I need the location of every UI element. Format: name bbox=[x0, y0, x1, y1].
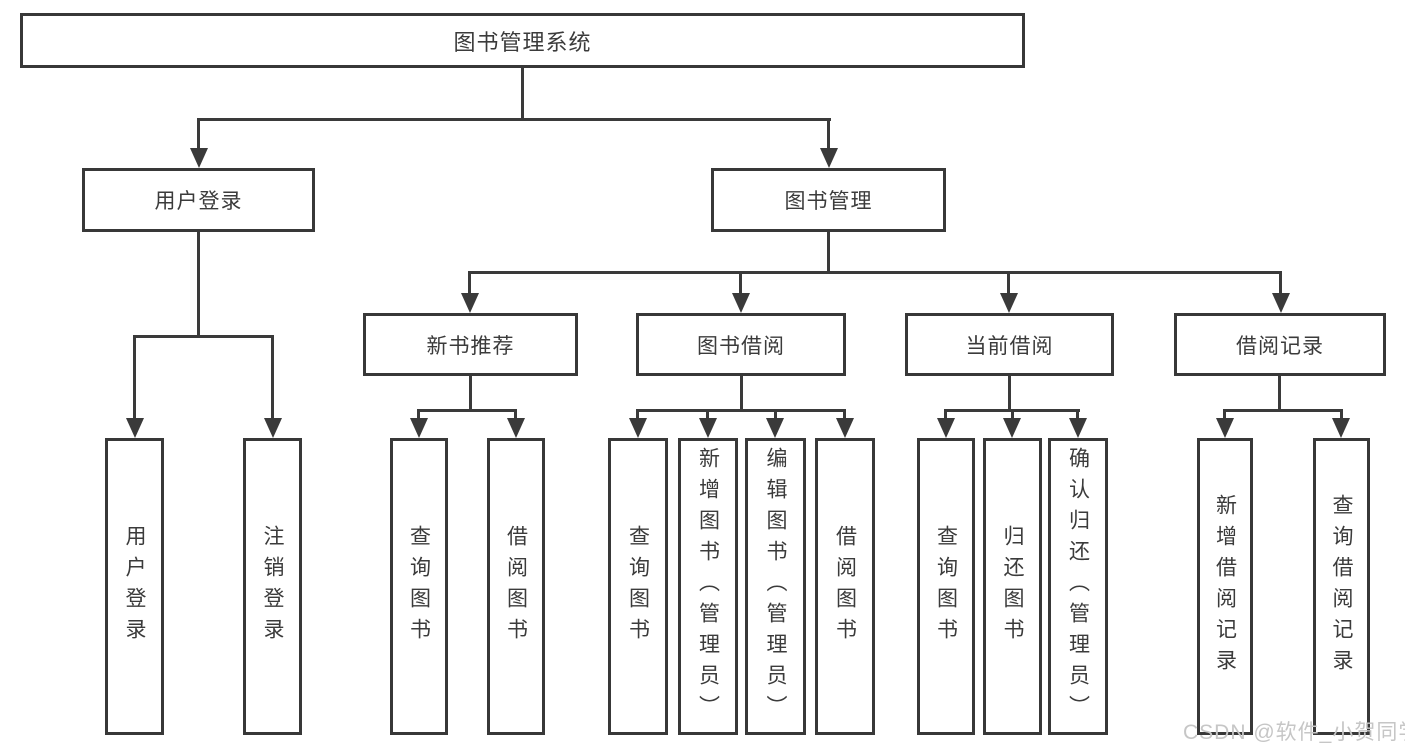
connector-line bbox=[944, 409, 947, 421]
node-leaf-borrow-books-1: 借阅图书 bbox=[487, 438, 545, 735]
node-library-management-system: 图书管理系统 bbox=[20, 13, 1025, 68]
connector-line bbox=[133, 335, 274, 338]
connector-line bbox=[1008, 376, 1011, 412]
arrow-down-icon bbox=[732, 293, 750, 313]
connector-line bbox=[1011, 409, 1014, 421]
connector-line bbox=[636, 409, 639, 421]
node-leaf-query-books-2: 查询图书 bbox=[608, 438, 668, 735]
node-new-book-recommendation: 新书推荐 bbox=[363, 313, 578, 376]
node-leaf-edit-book-admin: 编辑图书（管理员） bbox=[745, 438, 806, 735]
connector-line bbox=[417, 409, 517, 412]
node-leaf-return-book: 归还图书 bbox=[983, 438, 1042, 735]
connector-line bbox=[197, 232, 200, 338]
connector-line bbox=[1223, 409, 1343, 412]
connector-line bbox=[843, 409, 846, 421]
arrow-down-icon bbox=[126, 418, 144, 438]
node-book-management: 图书管理 bbox=[711, 168, 946, 232]
arrow-down-icon bbox=[1272, 293, 1290, 313]
arrow-down-icon bbox=[629, 418, 647, 438]
arrow-down-icon bbox=[1000, 293, 1018, 313]
node-leaf-logout: 注销登录 bbox=[243, 438, 302, 735]
connector-line bbox=[514, 409, 517, 421]
connector-line bbox=[468, 271, 471, 297]
arrow-down-icon bbox=[937, 418, 955, 438]
arrow-down-icon bbox=[190, 148, 208, 168]
watermark-text: CSDN @软件_小贺同学 bbox=[1183, 721, 1405, 744]
arrow-down-icon bbox=[1332, 418, 1350, 438]
connector-line bbox=[1278, 376, 1281, 412]
arrow-down-icon bbox=[699, 418, 717, 438]
arrow-down-icon bbox=[410, 418, 428, 438]
connector-line bbox=[1279, 271, 1282, 297]
node-leaf-add-book-admin: 新增图书（管理员） bbox=[678, 438, 738, 735]
arrow-down-icon bbox=[264, 418, 282, 438]
connector-line bbox=[197, 118, 200, 152]
node-current-borrowing: 当前借阅 bbox=[905, 313, 1114, 376]
connector-line bbox=[133, 335, 136, 420]
connector-line bbox=[469, 376, 472, 412]
connector-line bbox=[636, 409, 846, 412]
arrow-down-icon bbox=[1216, 418, 1234, 438]
connector-line bbox=[827, 118, 830, 152]
arrow-down-icon bbox=[766, 418, 784, 438]
arrow-down-icon bbox=[1069, 418, 1087, 438]
node-user-login: 用户登录 bbox=[82, 168, 315, 232]
node-leaf-query-books-3: 查询图书 bbox=[917, 438, 975, 735]
connector-line bbox=[1223, 409, 1226, 421]
node-leaf-add-borrow-record: 新增借阅记录 bbox=[1197, 438, 1253, 735]
node-leaf-query-books-1: 查询图书 bbox=[390, 438, 448, 735]
connector-line bbox=[1076, 409, 1079, 421]
connector-root-stem bbox=[521, 68, 524, 121]
node-leaf-query-borrow-record: 查询借阅记录 bbox=[1313, 438, 1370, 735]
connector-line bbox=[1340, 409, 1343, 421]
connector-line bbox=[1007, 271, 1010, 297]
arrow-down-icon bbox=[507, 418, 525, 438]
arrow-down-icon bbox=[836, 418, 854, 438]
arrow-down-icon bbox=[1003, 418, 1021, 438]
connector-root-branch bbox=[197, 118, 831, 121]
connector-line bbox=[740, 376, 743, 412]
arrow-down-icon bbox=[820, 148, 838, 168]
node-leaf-user-login: 用户登录 bbox=[105, 438, 164, 735]
connector-line bbox=[739, 271, 742, 297]
node-book-borrowing: 图书借阅 bbox=[636, 313, 846, 376]
node-leaf-borrow-books-2: 借阅图书 bbox=[815, 438, 875, 735]
arrow-down-icon bbox=[461, 293, 479, 313]
node-leaf-confirm-return-admin: 确认归还（管理员） bbox=[1048, 438, 1108, 735]
node-borrowing-records: 借阅记录 bbox=[1174, 313, 1386, 376]
connector-line bbox=[827, 232, 830, 274]
connector-line bbox=[468, 271, 1282, 274]
connector-line bbox=[774, 409, 777, 421]
connector-line bbox=[417, 409, 420, 421]
connector-line bbox=[271, 335, 274, 420]
connector-line bbox=[706, 409, 709, 421]
